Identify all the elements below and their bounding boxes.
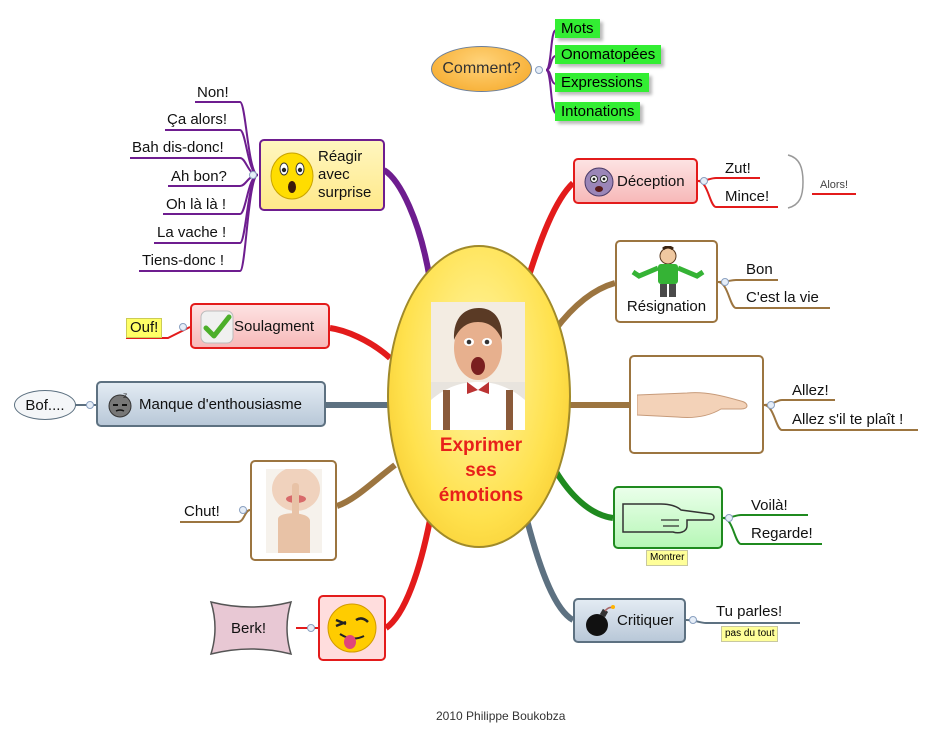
footer-credit: 2010 Philippe Boukobza: [436, 709, 566, 723]
pointing-hand-icon: [622, 503, 715, 534]
degout-collapse-toggle[interactable]: [307, 624, 315, 632]
deception-label: Déception: [617, 173, 685, 190]
surprise-item[interactable]: Bah dis-donc!: [132, 139, 224, 156]
sleepy-face-icon: z: [108, 392, 132, 418]
finger-on-lips-photo: [266, 469, 322, 553]
svg-text:z: z: [123, 392, 127, 400]
resignation-item-cest-la-vie[interactable]: C'est la vie: [746, 289, 819, 306]
comment-item-onomatopees[interactable]: Onomatopées: [555, 45, 662, 64]
comment-item-expressions[interactable]: Expressions: [555, 73, 649, 92]
deception-collapse-toggle[interactable]: [700, 177, 708, 185]
silence-node[interactable]: [250, 460, 337, 561]
shrugging-person-icon: [631, 246, 705, 297]
central-topic[interactable]: Exprimer ses émotions: [387, 245, 571, 548]
invitation-node[interactable]: [629, 355, 764, 454]
comment-collapse-toggle[interactable]: [535, 66, 543, 74]
deception-node[interactable]: Déception: [573, 158, 698, 204]
silence-item-chut[interactable]: Chut!: [184, 503, 220, 520]
surprised-man-photo: [431, 302, 525, 430]
montrer-collapse-toggle[interactable]: [725, 514, 733, 522]
resignation-label: Résignation: [626, 298, 707, 315]
resignation-item-bon[interactable]: Bon: [746, 261, 773, 278]
bof-label: Bof....: [25, 396, 65, 414]
soulagement-item-ouf[interactable]: Ouf!: [126, 318, 163, 338]
degout-item-berk[interactable]: Berk!: [231, 620, 267, 637]
critiquer-note[interactable]: pas du tout: [721, 626, 779, 642]
degout-node[interactable]: [318, 595, 386, 661]
disappointed-face-icon: [584, 167, 614, 197]
montrer-item-regarde[interactable]: Regarde!: [751, 525, 813, 542]
enthousiasme-item-bof[interactable]: Bof....: [14, 390, 76, 420]
surprise-label: Réagir avec surprise: [318, 148, 372, 201]
enthousiasme-label: Manque d'enthousiasme: [139, 396, 302, 413]
invitation-item-allez[interactable]: Allez!: [792, 382, 829, 399]
surprise-item[interactable]: Tiens-donc !: [142, 252, 224, 269]
invitation-item-allez-sil-te-plait[interactable]: Allez s'il te plaît !: [792, 411, 904, 428]
soulagement-node[interactable]: Soulagment: [190, 303, 330, 349]
surprise-item[interactable]: Ah bon?: [171, 168, 227, 185]
comment-item-intonations[interactable]: Intonations: [555, 102, 641, 121]
deception-item-zut[interactable]: Zut!: [725, 160, 751, 177]
enthousiasme-collapse-toggle[interactable]: [86, 401, 94, 409]
silence-collapse-toggle[interactable]: [239, 506, 247, 514]
soulagement-label: Soulagment: [234, 318, 315, 335]
critiquer-collapse-toggle[interactable]: [689, 616, 697, 624]
deception-group-label[interactable]: Alors!: [820, 179, 849, 191]
checkmark-icon: [200, 310, 234, 344]
critiquer-item-tu-parles[interactable]: Tu parles!: [716, 603, 783, 620]
berk-burst-shape: [209, 600, 293, 656]
comment-item-mots[interactable]: Mots: [555, 19, 600, 38]
enthousiasme-node[interactable]: z Manque d'enthousiasme: [96, 381, 326, 427]
critiquer-label: Critiquer: [617, 612, 674, 629]
surprise-item[interactable]: Oh là là !: [166, 196, 227, 213]
montrer-node[interactable]: [613, 486, 723, 549]
invitation-collapse-toggle[interactable]: [767, 401, 775, 409]
central-title: Exprimer ses émotions: [438, 435, 524, 506]
montrer-item-voila[interactable]: Voilà!: [751, 497, 788, 514]
surprise-item[interactable]: Non!: [197, 84, 229, 101]
resignation-collapse-toggle[interactable]: [721, 278, 729, 286]
surprised-smiley-icon: [270, 152, 314, 200]
surprise-item[interactable]: La vache !: [157, 224, 227, 241]
critiquer-node[interactable]: Critiquer: [573, 598, 686, 643]
surprise-collapse-toggle[interactable]: [249, 171, 257, 179]
resignation-node[interactable]: Résignation: [615, 240, 718, 323]
surprise-item[interactable]: Ça alors!: [167, 111, 228, 128]
soulagement-collapse-toggle[interactable]: [179, 323, 187, 331]
comment-node[interactable]: Comment?: [431, 46, 532, 92]
disgusted-smiley-icon: [327, 603, 377, 653]
montrer-note[interactable]: Montrer: [646, 550, 689, 566]
bomb-icon: [586, 605, 615, 636]
open-hand-icon: [637, 392, 748, 418]
comment-label: Comment?: [442, 60, 521, 77]
surprise-node[interactable]: Réagir avec surprise: [259, 139, 385, 211]
deception-item-mince[interactable]: Mince!: [725, 188, 770, 205]
